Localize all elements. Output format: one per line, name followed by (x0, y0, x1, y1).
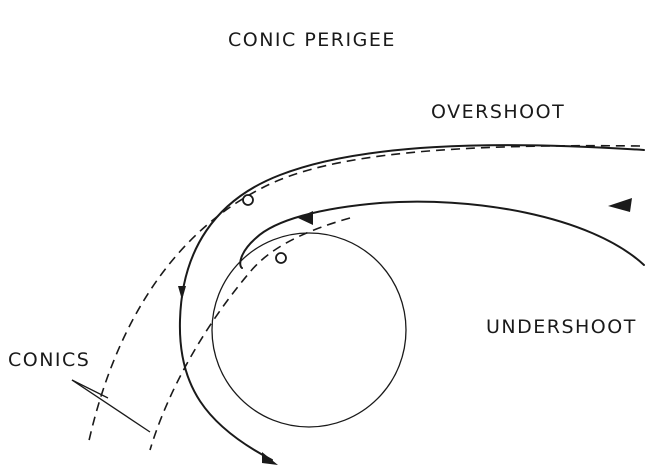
overshoot-label: OVERSHOOT (431, 101, 565, 123)
conics-label: CONICS (8, 349, 90, 371)
arrow-overshoot-down (178, 286, 186, 300)
arrow-undershoot-left (298, 211, 313, 225)
conics-leader-line-inner (71, 379, 151, 433)
overshoot-perigee-marker (242, 194, 254, 206)
arrow-incoming (608, 198, 632, 212)
undershoot-label: UNDERSHOOT (486, 316, 637, 338)
overshoot-conic-dashed (87, 144, 641, 446)
conics-leader-line-outer (71, 379, 109, 399)
undershoot-conic-dashed (149, 217, 351, 451)
arrow-overshoot-exit (262, 452, 278, 465)
undershoot-trajectory (239, 200, 645, 269)
undershoot-perigee-marker (275, 252, 287, 264)
diagram-title: CONIC PERIGEE (228, 29, 396, 51)
overshoot-trajectory (178, 144, 645, 461)
planet-circle (211, 232, 407, 428)
